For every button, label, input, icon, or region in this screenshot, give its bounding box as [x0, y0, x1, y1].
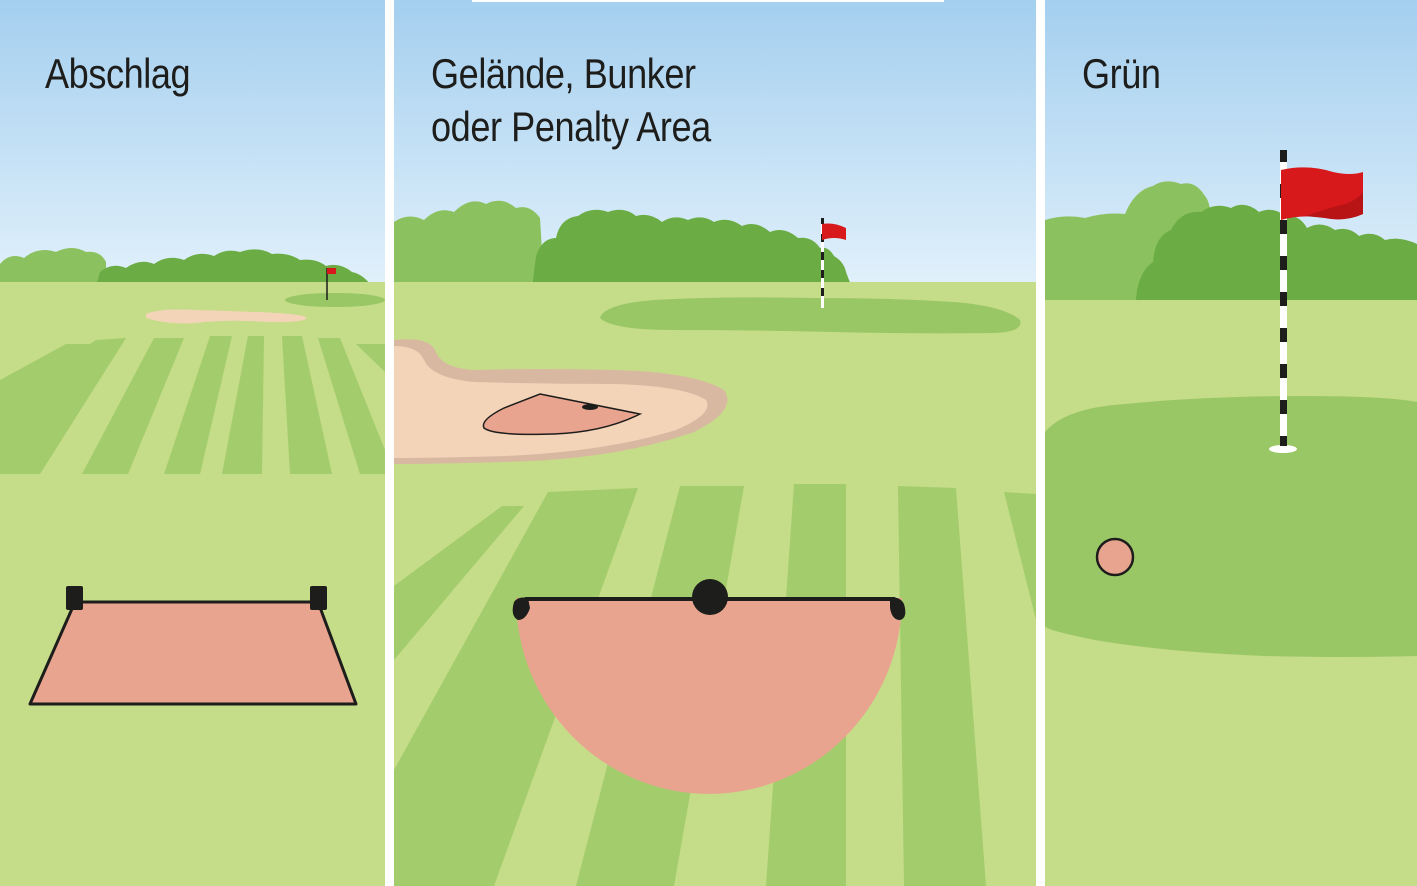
bushes [394, 200, 544, 284]
sky-notch [472, 0, 944, 2]
bushes [96, 249, 370, 286]
gruen-illustration [1045, 0, 1417, 886]
panel-abschlag: Abschlag [0, 0, 385, 886]
bunker-relief-area [482, 393, 643, 436]
ball-marker [582, 404, 598, 410]
ball [692, 579, 728, 615]
panel-title-abschlag: Abschlag [45, 50, 191, 97]
panel-gruen: Grün [1045, 0, 1417, 886]
tee-marker-left [66, 586, 83, 610]
panel-gelaende: Gelände, Bunker oder Penalty Area [394, 0, 1036, 886]
flag-highlight [1305, 192, 1363, 220]
teeing-area [28, 600, 358, 706]
bushes [532, 209, 852, 288]
mowing-stripes [0, 336, 385, 474]
bushes [0, 248, 106, 282]
stick-end-right [890, 597, 906, 620]
putting-green [1045, 396, 1417, 657]
flag-icon [327, 268, 336, 274]
relief-area [516, 598, 902, 794]
stick-end-left [512, 597, 530, 620]
panel-title-gelaende: Gelände, Bunker oder Penalty Area [431, 50, 711, 150]
flag-icon [822, 223, 846, 240]
flag-pole [821, 218, 824, 308]
bushes [1133, 204, 1417, 326]
ball-marker [1095, 537, 1135, 577]
putting-green [600, 297, 1021, 334]
sky [0, 0, 385, 290]
gelaende-illustration [394, 0, 1036, 886]
distant-bunker [146, 309, 307, 324]
distant-green [285, 293, 385, 307]
abschlag-illustration [0, 0, 385, 886]
tee-marker-right [310, 586, 327, 610]
panel-title-gruen: Grün [1082, 50, 1161, 97]
